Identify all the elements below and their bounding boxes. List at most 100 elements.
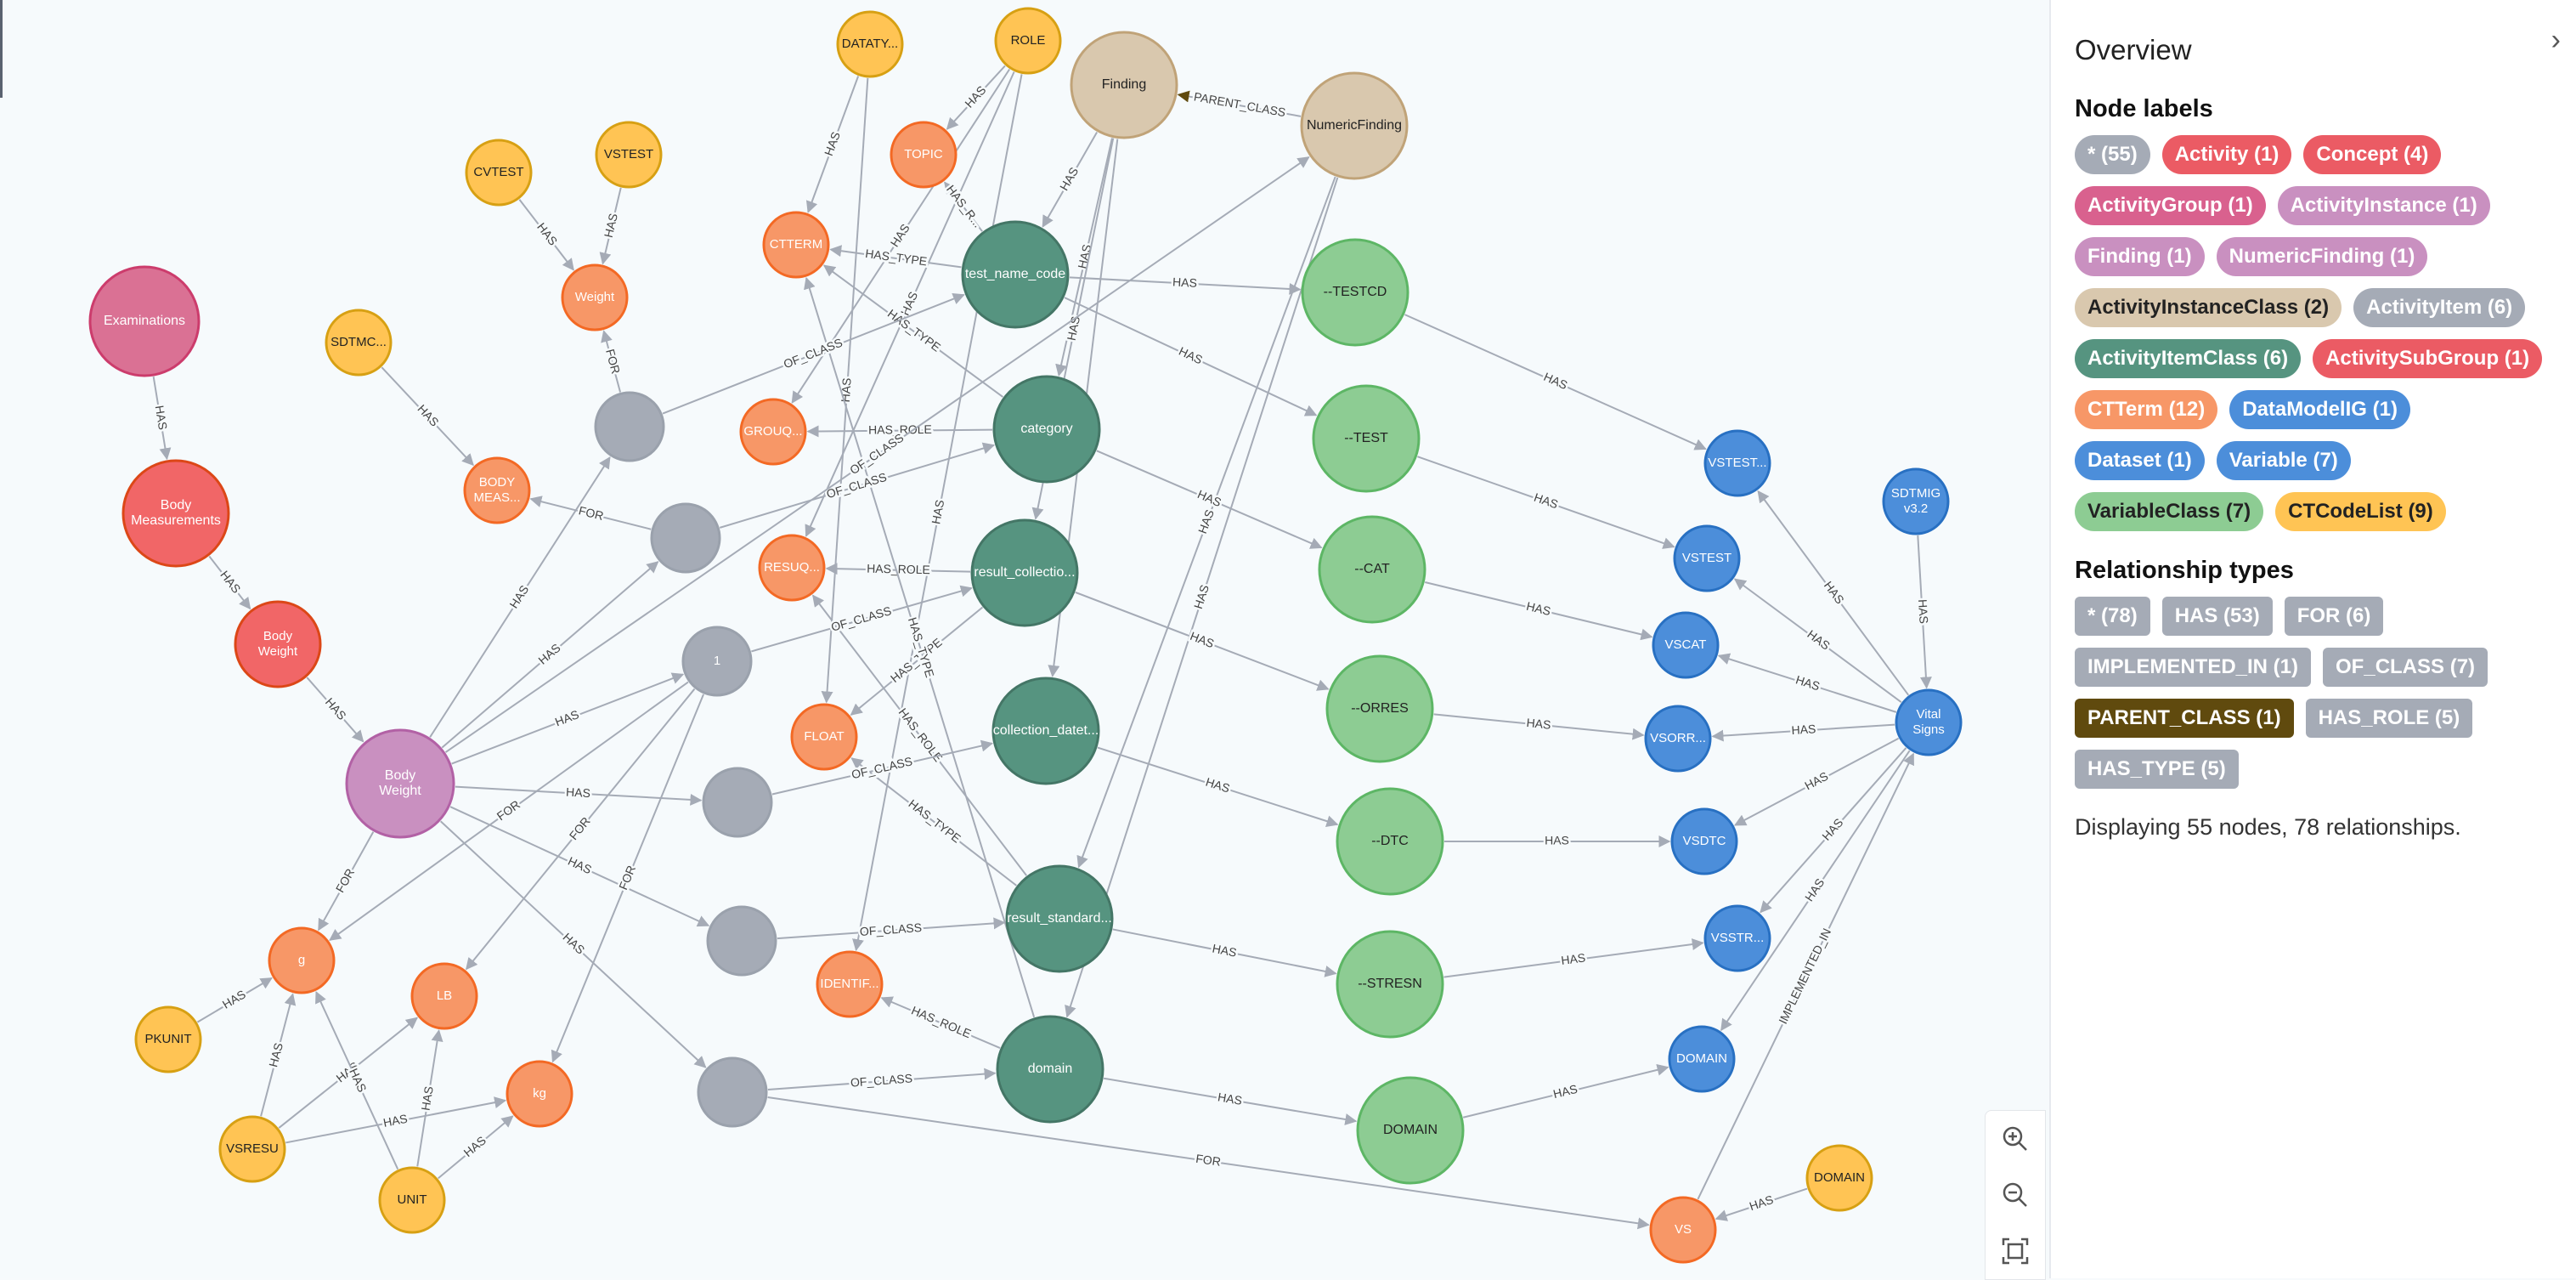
node-label-chip[interactable]: CTTerm (12): [2075, 390, 2218, 429]
graph-node[interactable]: --CAT: [1318, 515, 1426, 624]
graph-node[interactable]: 1: [681, 626, 753, 697]
graph-node[interactable]: VSDTC: [1670, 807, 1738, 875]
graph-edge[interactable]: HAS: [381, 366, 474, 467]
graph-edge[interactable]: HAS_ROLE: [825, 559, 971, 579]
graph-edge[interactable]: HAS: [518, 199, 574, 271]
graph-edge[interactable]: HAS_ROLE: [880, 996, 1001, 1049]
graph-edge[interactable]: HAS: [1065, 177, 1339, 1018]
graph-edge[interactable]: HAS: [599, 187, 622, 265]
graph-node[interactable]: g: [268, 926, 336, 994]
graph-edge[interactable]: PARENT_CLASS: [1177, 88, 1302, 122]
graph-edge[interactable]: HAS_ROLE: [806, 420, 993, 439]
graph-edge[interactable]: HAS: [1433, 713, 1645, 740]
graph-node[interactable]: NumericFinding: [1300, 71, 1409, 180]
node-label-chip[interactable]: Variable (7): [2216, 441, 2351, 480]
graph-node[interactable]: VSTEST: [1673, 524, 1741, 592]
graph-node[interactable]: DOMAIN: [1668, 1025, 1736, 1093]
graph-node[interactable]: [697, 1056, 768, 1128]
graph-node[interactable]: --STRESN: [1336, 930, 1444, 1039]
graph-node[interactable]: collection_datet...: [991, 677, 1100, 785]
graph-edge[interactable]: HAS: [1112, 928, 1337, 977]
graph-node[interactable]: SDTMC...: [325, 309, 393, 377]
graph-edge[interactable]: OF_CLASS: [444, 156, 1310, 753]
graph-node[interactable]: result_collectio...: [970, 518, 1079, 627]
node-label-chip[interactable]: VariableClass (7): [2075, 492, 2264, 531]
graph-edge[interactable]: HAS: [1042, 132, 1099, 228]
graph-edge[interactable]: HAS: [455, 783, 703, 806]
graph-edge[interactable]: HAS: [1443, 938, 1704, 978]
graph-node[interactable]: category: [992, 375, 1101, 484]
graph-edge[interactable]: HAS: [315, 990, 399, 1170]
graph-node[interactable]: [650, 502, 721, 574]
graph-node[interactable]: LB: [410, 962, 478, 1030]
graph-node[interactable]: --ORRES: [1325, 654, 1434, 763]
graph-edge[interactable]: HAS: [805, 76, 860, 213]
graph-edge[interactable]: HAS: [1417, 456, 1675, 549]
graph-node[interactable]: IDENTIF...: [816, 950, 884, 1018]
graph-node[interactable]: VSSTR...: [1703, 904, 1771, 972]
graph-edge[interactable]: HAS: [1103, 1077, 1358, 1125]
relationship-type-chip[interactable]: * (78): [2075, 597, 2150, 636]
graph-edge[interactable]: HAS: [260, 993, 297, 1117]
graph-node[interactable]: result_standard...: [1005, 864, 1114, 973]
graph-edge[interactable]: FOR: [767, 1096, 1650, 1230]
graph-node[interactable]: VSORR...: [1644, 705, 1712, 773]
relationship-type-chip[interactable]: HAS_TYPE (5): [2075, 750, 2239, 789]
graph-edge[interactable]: HAS: [208, 555, 251, 610]
graph-edge[interactable]: HAS: [1096, 450, 1323, 549]
graph-edge[interactable]: HAS_TYPE: [850, 757, 1017, 886]
graph-edge[interactable]: HAS: [438, 1115, 514, 1180]
graph-node[interactable]: PKUNIT: [134, 1005, 202, 1073]
graph-edge[interactable]: HAS: [1715, 1187, 1808, 1221]
node-label-chip[interactable]: Activity (1): [2161, 135, 2292, 174]
graph-edge[interactable]: HAS: [451, 672, 685, 765]
graph-node[interactable]: [702, 767, 773, 838]
node-label-chip[interactable]: Finding (1): [2075, 237, 2205, 276]
graph-edge[interactable]: FOR: [529, 496, 652, 530]
graph-edge[interactable]: HAS: [1711, 720, 1895, 742]
zoom-out-button[interactable]: [1986, 1167, 2045, 1223]
zoom-in-button[interactable]: [1986, 1111, 2045, 1167]
graph-node[interactable]: CVTEST: [465, 139, 533, 207]
graph-node[interactable]: ROLE: [994, 7, 1062, 75]
graph-node[interactable]: test_name_code: [961, 220, 1070, 329]
graph-node[interactable]: DOMAIN: [1356, 1076, 1465, 1185]
graph-edge[interactable]: HAS: [1064, 297, 1318, 416]
graph-node[interactable]: kg: [506, 1060, 573, 1128]
graph-edge[interactable]: HAS: [1444, 831, 1671, 849]
graph-edge[interactable]: HAS: [285, 1096, 507, 1144]
relationship-type-chip[interactable]: HAS (53): [2161, 597, 2273, 636]
graph-node[interactable]: GROUQ...: [739, 398, 807, 466]
graph-edge[interactable]: HAS: [1069, 273, 1302, 295]
graph-node[interactable]: TOPIC: [890, 121, 958, 189]
graph-edge[interactable]: HAS: [441, 561, 659, 749]
relationship-type-chip[interactable]: HAS_ROLE (5): [2305, 699, 2473, 738]
relationship-type-chip[interactable]: PARENT_CLASS (1): [2075, 699, 2294, 738]
graph-edge[interactable]: OF_CLASS: [662, 292, 965, 415]
node-label-chip[interactable]: ActivityItemClass (6): [2075, 339, 2302, 378]
graph-edge[interactable]: HAS: [1913, 535, 1933, 689]
node-label-chip[interactable]: ActivitySubGroup (1): [2313, 339, 2543, 378]
graph-node[interactable]: VS: [1649, 1196, 1717, 1264]
graph-node[interactable]: VSCAT: [1652, 611, 1720, 679]
graph-edge[interactable]: HAS_R...: [941, 180, 986, 232]
node-label-chip[interactable]: ActivityItem (6): [2353, 288, 2526, 327]
graph-node[interactable]: DATATY...: [836, 10, 904, 78]
fit-to-screen-button[interactable]: [1986, 1223, 2045, 1279]
graph-edge[interactable]: HAS: [150, 376, 172, 461]
graph-node[interactable]: VSRESU: [218, 1115, 286, 1183]
graph-edge[interactable]: FOR: [551, 694, 704, 1063]
graph-edge[interactable]: FOR: [601, 330, 625, 393]
graph-edge[interactable]: HAS: [1720, 750, 1911, 1032]
graph-node[interactable]: DOMAIN: [1805, 1144, 1873, 1212]
graph-edge[interactable]: HAS: [1717, 653, 1897, 713]
node-label-chip[interactable]: * (55): [2075, 135, 2150, 174]
graph-edge[interactable]: HAS: [416, 1029, 443, 1167]
graph-node[interactable]: FLOAT: [790, 703, 858, 771]
graph-edge[interactable]: HAS: [1424, 581, 1653, 641]
